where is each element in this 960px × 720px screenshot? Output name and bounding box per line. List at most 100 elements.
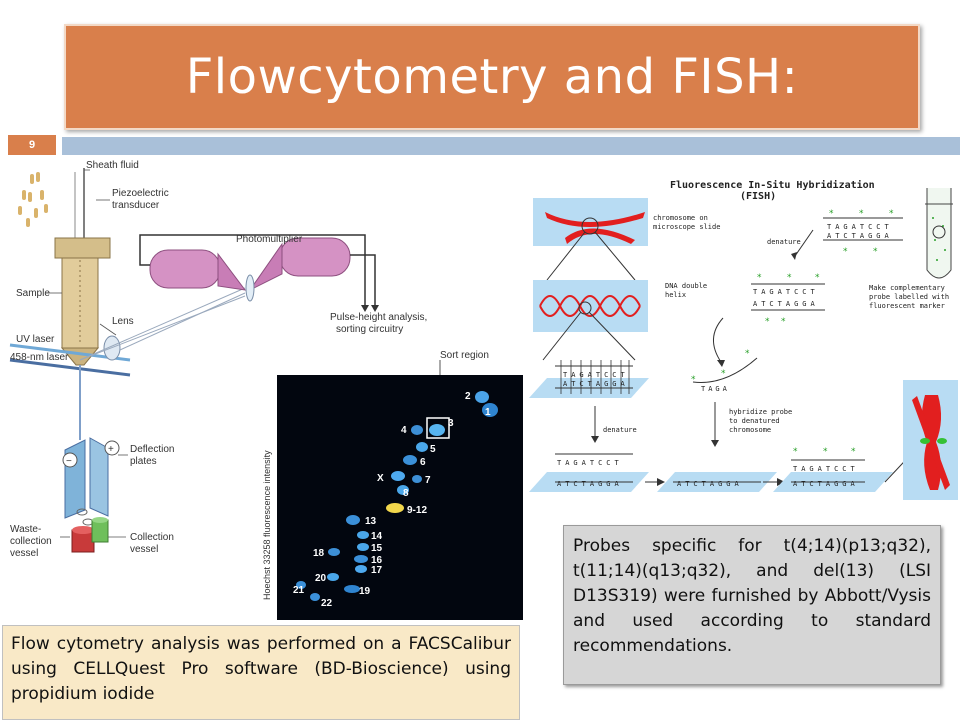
minus-sign: − bbox=[66, 456, 72, 467]
seq-single-probe: TAGA bbox=[701, 385, 730, 393]
seq-probe-bottom: ATCTAGGA bbox=[827, 232, 893, 240]
slide-title: Flowcytometry and FISH: bbox=[185, 49, 799, 105]
label-hybridize-3: chromosome bbox=[729, 426, 771, 434]
svg-text:*: * bbox=[823, 447, 828, 457]
peak-label-x: X bbox=[377, 473, 384, 484]
axis-label: Hoechst 33258 fluorescence intensity bbox=[262, 450, 272, 600]
single-probe: *** bbox=[691, 349, 758, 385]
label-piezo-1: Piezoelectric bbox=[112, 188, 169, 199]
seq-hybrid-top: TAGATCCT bbox=[793, 465, 859, 473]
peak-label-9-12: 9-12 bbox=[407, 505, 427, 516]
peak-label-4: 4 bbox=[401, 425, 407, 436]
flow-cytometry-diagram: Sheath fluid Piezoelectric transducer Ph… bbox=[9, 160, 489, 600]
label-hybridize-2: to denatured bbox=[729, 417, 780, 425]
svg-text:*: * bbox=[843, 247, 848, 257]
svg-text:*: * bbox=[829, 209, 834, 219]
header-bar bbox=[62, 137, 960, 155]
label-waste-3: vessel bbox=[10, 548, 38, 559]
svg-text:*: * bbox=[873, 247, 878, 257]
label-denature-1: denature bbox=[767, 238, 801, 246]
label-helix-2: helix bbox=[665, 291, 686, 299]
svg-text:*: * bbox=[787, 273, 792, 283]
dna-helix bbox=[533, 280, 648, 332]
peak-label-19: 19 bbox=[359, 586, 371, 597]
seq-middle: ATCTAGGA bbox=[677, 480, 743, 488]
label-uv-laser: UV laser bbox=[16, 334, 55, 345]
svg-text:*: * bbox=[889, 209, 894, 219]
label-waste-2: collection bbox=[10, 536, 52, 547]
chromosome-cluster-icon bbox=[18, 172, 48, 227]
label-helix-1: DNA double bbox=[665, 282, 707, 290]
svg-text:*: * bbox=[765, 317, 770, 327]
label-collection-1: Collection bbox=[130, 532, 174, 543]
peak-blobs bbox=[296, 391, 498, 601]
fish-title-1: Fluorescence In-Situ Hybridization bbox=[670, 179, 875, 191]
label-pulse-2: sorting circuitry bbox=[336, 324, 403, 335]
svg-text:*: * bbox=[721, 369, 726, 379]
label-probe-1: Make complementary bbox=[869, 284, 945, 292]
peak-label-2: 2 bbox=[465, 391, 471, 402]
probe-preparation: * * * * * bbox=[823, 209, 903, 257]
label-hybridize-1: hybridize probe bbox=[729, 408, 792, 416]
svg-text:*: * bbox=[745, 349, 750, 359]
chromosome-slide bbox=[533, 198, 648, 246]
peak-label-15: 15 bbox=[371, 543, 383, 554]
seq-slide-bottom: ATCTAGGA bbox=[563, 380, 629, 388]
seq-hybrid-bottom: ATCTAGGA bbox=[793, 480, 859, 488]
fish-diagram: Fluorescence In-Situ Hybridization (FISH… bbox=[525, 160, 960, 515]
peak-label-18: 18 bbox=[313, 548, 325, 559]
label-photomultiplier: Photomultiplier bbox=[236, 234, 303, 245]
fish-title-2: (FISH) bbox=[740, 191, 776, 202]
peak-label-8: 8 bbox=[403, 488, 409, 499]
hybridized-strand: * * * bbox=[773, 447, 893, 492]
peak-label-21: 21 bbox=[293, 585, 305, 596]
peak-label-17: 17 bbox=[371, 565, 383, 576]
svg-text:*: * bbox=[851, 447, 856, 457]
label-pulse-1: Pulse-height analysis, bbox=[330, 312, 427, 323]
peak-label-13: 13 bbox=[365, 516, 377, 527]
flow-cytometry-note: Flow cytometry analysis was performed on… bbox=[2, 625, 520, 720]
seq-slide-top: TAGATCCT bbox=[563, 371, 629, 379]
photomultiplier-right bbox=[249, 237, 351, 291]
label-probe-2: probe labelled with bbox=[869, 293, 949, 301]
seq-probe-top: TAGATCCT bbox=[827, 223, 893, 231]
seq-denatured-top: TAGATCCT bbox=[557, 459, 623, 467]
probe-strands: * * * * * bbox=[751, 273, 825, 327]
deflection-plates bbox=[62, 437, 120, 519]
label-sort-region: Sort region bbox=[440, 350, 489, 361]
label-chromosome-1: chromosome on bbox=[653, 214, 708, 222]
slide-number: 9 bbox=[8, 135, 56, 155]
flow-nozzle bbox=[54, 237, 111, 366]
svg-text:*: * bbox=[815, 273, 820, 283]
peak-label-20: 20 bbox=[315, 573, 327, 584]
svg-text:*: * bbox=[859, 209, 864, 219]
label-lens: Lens bbox=[112, 316, 134, 327]
denatured-strand bbox=[529, 453, 649, 492]
svg-text:*: * bbox=[781, 317, 786, 327]
peak-label-5: 5 bbox=[430, 444, 436, 455]
label-probe-3: fluorescent marker bbox=[869, 302, 945, 310]
strand-middle bbox=[657, 472, 777, 492]
seq-probe2-bottom: ATCTAGGA bbox=[753, 300, 819, 308]
test-tube-icon bbox=[925, 188, 953, 279]
photomultiplier-left bbox=[149, 249, 247, 291]
peak-label-16: 16 bbox=[371, 555, 383, 566]
dna-double-strand bbox=[529, 360, 649, 398]
label-deflection-1: Deflection bbox=[130, 444, 174, 455]
fish-probes-note: Probes specific for t(4;14)(p13;q32), t(… bbox=[563, 525, 941, 685]
label-sample: Sample bbox=[16, 288, 50, 299]
peak-label-22: 22 bbox=[321, 598, 333, 609]
peak-label-3: 3 bbox=[448, 418, 454, 429]
flow-karyotype-plot: 2 1 3 4 5 6 X 7 8 9-12 13 14 15 16 17 18… bbox=[277, 375, 523, 620]
label-collection-2: vessel bbox=[130, 544, 158, 555]
peak-label-7: 7 bbox=[425, 475, 431, 486]
seq-probe2-top: TAGATCCT bbox=[753, 288, 819, 296]
sort-region-box bbox=[426, 417, 450, 439]
peak-label-14: 14 bbox=[371, 531, 383, 542]
label-sheath-fluid: Sheath fluid bbox=[86, 160, 139, 171]
label-piezo-2: transducer bbox=[112, 200, 160, 211]
svg-text:*: * bbox=[793, 447, 798, 457]
plus-sign: + bbox=[108, 444, 114, 455]
svg-text:*: * bbox=[757, 273, 762, 283]
peak-label-6: 6 bbox=[420, 457, 426, 468]
